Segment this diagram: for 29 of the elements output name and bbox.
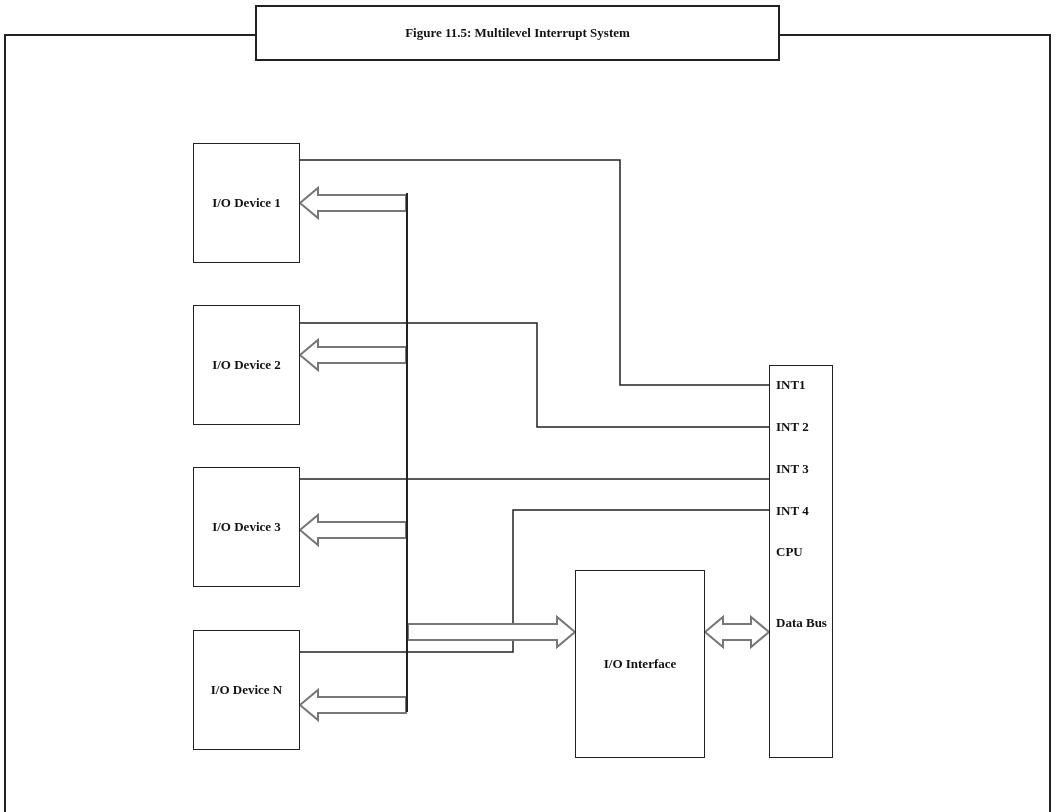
signal-label: INT 4 [776,502,810,520]
signal-line [299,509,770,653]
component-box [575,570,705,758]
signal-line [299,478,770,480]
box-label: I/O Device 2 [211,356,282,374]
signal-label: INT1 [776,376,807,394]
cpu-box [769,365,833,758]
signal-label: Data Bus [776,614,828,632]
signal-label: CPU [776,543,804,561]
signal-line [299,322,770,428]
box-label: I/O Device N [209,681,284,699]
component-box [193,467,300,587]
bus-line [406,193,408,712]
bus-arrow [298,687,407,723]
bus-arrow [703,614,771,650]
signal-label: INT 3 [776,460,810,478]
bus-arrow [298,512,407,548]
box-label: I/O Interface [602,655,678,673]
component-box [193,143,300,263]
bus-arrow [298,185,407,221]
title-box: Figure 11.5: Multilevel Interrupt System [255,5,780,61]
component-box [193,630,300,750]
box-label: I/O Device 3 [211,518,282,536]
bus-arrow [407,614,577,650]
component-box [193,305,300,425]
signal-line [299,159,770,386]
box-label: I/O Device 1 [211,194,282,212]
bus-arrow [298,337,407,373]
signal-label: INT 2 [776,418,810,436]
